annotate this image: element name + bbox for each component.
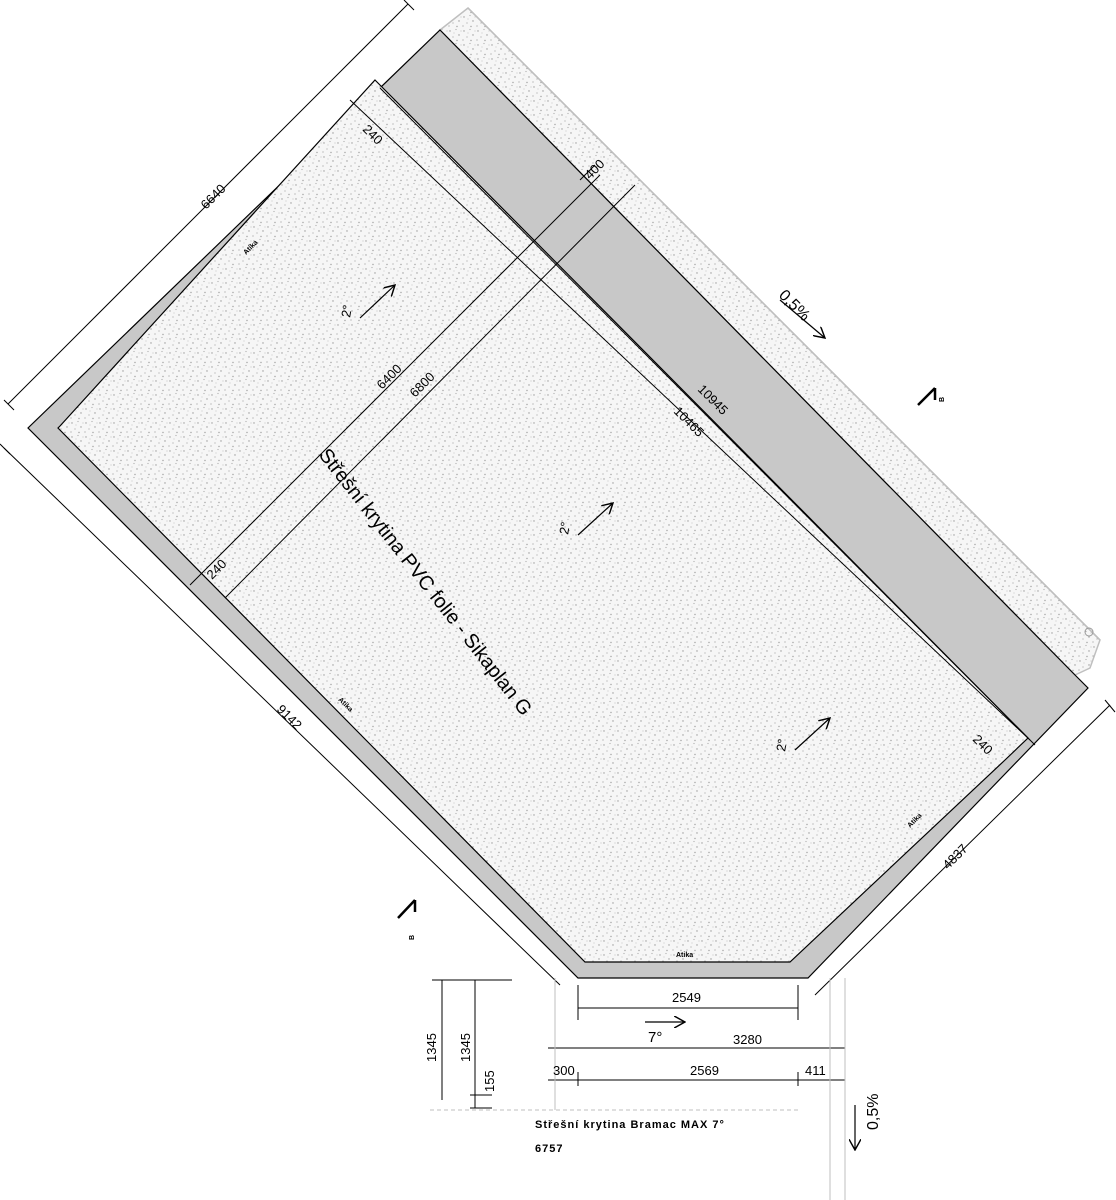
slope-label-secondary: 7°	[648, 1029, 662, 1046]
dim-right-side: 4837	[940, 841, 971, 872]
slope-label-2: 2°	[556, 521, 573, 536]
section-mark-top	[917, 387, 937, 406]
drain-icon	[1084, 627, 1094, 637]
section-label-bottom: B	[409, 935, 416, 940]
upper-roof-edge	[467, 7, 1101, 641]
dim-bottom-left: 300	[553, 1063, 575, 1078]
dim-left-side: 9142	[274, 702, 305, 733]
section-label-top: B	[939, 397, 946, 402]
slope-arrows	[359, 285, 855, 1150]
fall-label-top: 0,5%	[775, 287, 813, 325]
main-roof-field	[62, 88, 1020, 958]
slope-label-3: 2°	[773, 738, 790, 753]
dim-height-a: 1345	[424, 1033, 439, 1062]
dim-bottom-right: 411	[805, 1063, 826, 1078]
parapet-label-bottom: Atika	[676, 952, 693, 959]
dim-height-b: 1345	[458, 1033, 473, 1062]
dim-bottom-total: 3280	[733, 1032, 762, 1047]
dim-height-c: 155	[482, 1070, 497, 1092]
dim-top-outer: 6640	[198, 181, 229, 212]
secondary-roof-code: 6757	[535, 1143, 563, 1155]
secondary-roof-label: Střešní krytina Bramac MAX 7°	[535, 1119, 725, 1131]
section-mark-bottom	[397, 899, 417, 919]
slope-label-1: 2°	[338, 304, 355, 319]
dim-bottom-mid: 2569	[690, 1063, 719, 1078]
dim-bottom-inner: 2549	[672, 990, 701, 1005]
fall-label-bottom: 0,5%	[865, 1094, 882, 1130]
